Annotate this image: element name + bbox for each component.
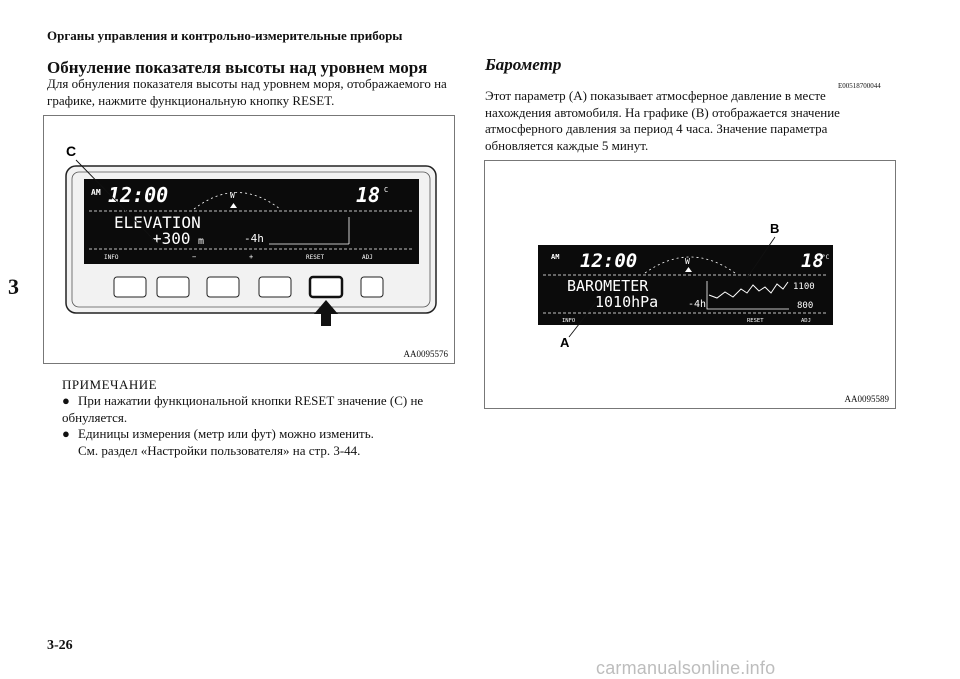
- button-info[interactable]: [113, 276, 147, 298]
- lcd-button-label-adj: ADJ: [801, 318, 811, 324]
- button-plus[interactable]: [206, 276, 240, 298]
- bullet-icon: ●: [62, 393, 70, 408]
- compass-pointer-icon: [685, 267, 692, 272]
- display-bezel-inner: [71, 171, 431, 308]
- section-heading-elevation-reset: Обнуление показателя высоты над уровнем …: [47, 58, 428, 77]
- running-header: Органы управления и контрольно-измерител…: [47, 28, 403, 43]
- watermark: carmanualsonline.info: [596, 658, 776, 678]
- lcd-value-unit: m: [198, 236, 204, 247]
- callout-c-line: [75, 159, 159, 245]
- barometer-graph-frame: [706, 281, 789, 310]
- lcd-range: -4h: [244, 232, 264, 245]
- lcd-button-label-reset: RESET: [306, 254, 324, 261]
- barometer-graph-line: [708, 281, 789, 299]
- lcd-temperature: 18: [356, 183, 380, 207]
- lcd-button-label-plus: +: [249, 253, 253, 261]
- barometer-display-illustration: AM 12:00 18 °C W BAROMETER 1010hPa -4h 1…: [538, 221, 833, 350]
- elevation-display-illustration: AM 12:00 18 C W ELEVATION +300 m -4h INF…: [65, 143, 437, 326]
- callout-b-line: [746, 236, 776, 279]
- button-minus[interactable]: [156, 276, 190, 298]
- compass-heading-w: W: [230, 191, 235, 200]
- callout-a-label: A: [560, 335, 570, 350]
- lcd-screen: [84, 179, 419, 264]
- button-adj[interactable]: [360, 276, 384, 298]
- lcd-time: 12:00: [580, 250, 637, 272]
- note-item-1: ●При нажатии функциональной кнопки RESET…: [62, 393, 457, 426]
- bullet-icon: ●: [62, 426, 70, 441]
- button-blank[interactable]: [258, 276, 292, 298]
- callout-a-line: [568, 300, 598, 338]
- section-code: E00518700044: [838, 82, 881, 90]
- note-title: ПРИМЕЧАНИЕ: [62, 377, 158, 392]
- note-item-1-text: При нажатии функциональной кнопки RESET …: [62, 393, 424, 425]
- button-reset[interactable]: [308, 275, 344, 299]
- lcd-range: -4h: [688, 299, 706, 310]
- lcd-mode: ELEVATION: [114, 213, 201, 232]
- note-item-2-text: Единицы измерения (метр или фут) можно и…: [78, 426, 374, 441]
- elevation-graph-frame: [269, 217, 350, 245]
- lcd-mode: BAROMETER: [567, 277, 649, 295]
- note-item-2: ● Единицы измерения (метр или фут) можно …: [62, 426, 457, 459]
- lcd-value: +300: [152, 229, 191, 248]
- lcd-button-label-info: INFO: [562, 318, 575, 324]
- note-reference: См. раздел «Настройки пользователя» на с…: [78, 442, 361, 458]
- lcd-button-label-info: INFO: [104, 254, 119, 261]
- figure-code: AA0095576: [403, 349, 449, 359]
- lcd-button-label-adj: ADJ: [362, 254, 373, 261]
- lcd-button-label-reset: RESET: [747, 318, 764, 324]
- chapter-tab: 3: [8, 274, 19, 299]
- section-heading-barometer: Барометр: [485, 55, 562, 74]
- lcd-am: AM: [91, 188, 101, 197]
- lcd-temp-unit: C: [384, 186, 388, 194]
- compass-heading-w: W: [685, 257, 690, 266]
- lcd-temperature: 18: [801, 250, 824, 272]
- figure-code: AA0095589: [844, 394, 890, 404]
- lcd-button-label-minus: −: [192, 253, 196, 261]
- lcd-scale-top: 1100: [793, 282, 815, 292]
- barometer-paragraph: Этот параметр (A) показывает атмосферное…: [485, 88, 840, 153]
- elevation-reset-paragraph: Для обнуления показателя высоты над уров…: [47, 76, 447, 108]
- figure-barometer-display: AM 12:00 18 °C W BAROMETER 1010hPa -4h 1…: [484, 160, 896, 409]
- reset-arrow-icon: [314, 300, 338, 326]
- callout-c-label: C: [66, 143, 76, 159]
- lcd-scale-bottom: 800: [797, 301, 813, 311]
- lcd-time: 12:00: [108, 183, 168, 207]
- callout-b-label: B: [770, 221, 779, 236]
- compass-arc: [193, 192, 281, 210]
- lcd-temp-unit: °C: [822, 254, 830, 261]
- lcd-am: AM: [551, 253, 559, 261]
- page-number: 3-26: [47, 638, 73, 653]
- lcd-screen: [538, 245, 833, 325]
- compass-pointer-icon: [230, 203, 237, 208]
- lcd-value: 1010hPa: [595, 293, 658, 311]
- figure-elevation-display: AM 12:00 18 C W ELEVATION +300 m -4h INF…: [43, 115, 455, 364]
- compass-arc: [644, 256, 736, 274]
